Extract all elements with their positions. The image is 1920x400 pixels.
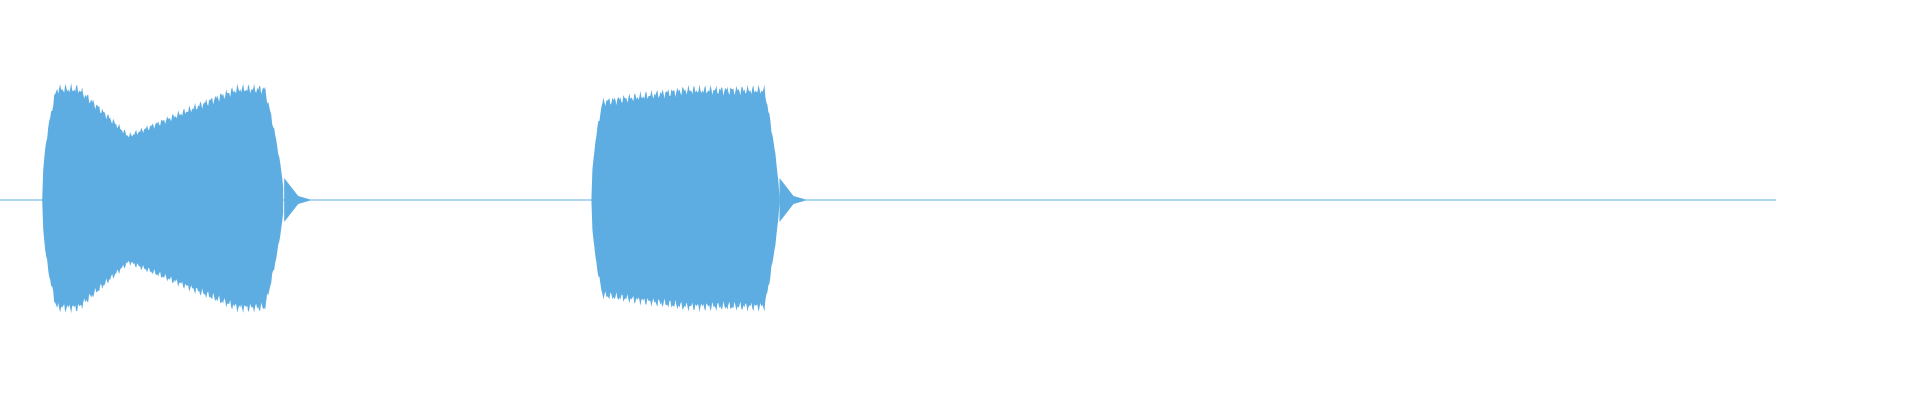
waveform-burst-1-tail (284, 178, 313, 222)
waveform-burst-1 (42, 83, 284, 314)
waveform-burst-2-tail (779, 178, 808, 222)
waveform-burst-2 (591, 84, 780, 313)
